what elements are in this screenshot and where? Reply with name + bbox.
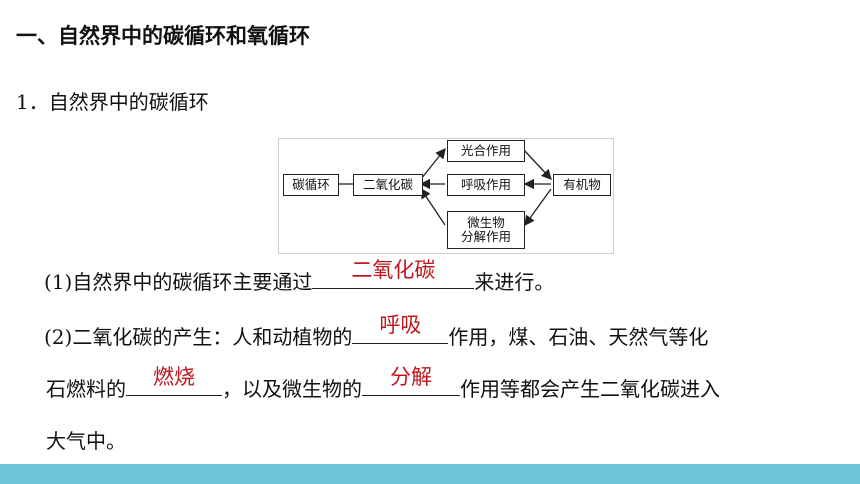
q2-mid2: ，以及微生物的	[222, 377, 362, 401]
q2-mid1: 作用，煤、石油、天然气等化	[448, 325, 709, 349]
section-heading: 一、自然界中的碳循环和氧循环	[16, 24, 310, 48]
arrow-photosynthesis-organic	[522, 148, 552, 180]
q2-blank-2[interactable]: 燃烧	[126, 365, 222, 396]
decompose-line2: 分解作用	[460, 229, 511, 244]
q1-answer: 二氧化碳	[351, 258, 436, 282]
footer-bar	[0, 464, 860, 484]
arrow-co2-photosynthesis	[420, 147, 446, 180]
q1-suffix: 来进行。	[474, 270, 555, 294]
node-organic: 有机物	[553, 174, 611, 196]
item-title: 1．自然界中的碳循环	[16, 90, 209, 114]
arrow-decompose-co2	[420, 187, 446, 226]
diagram-arrows	[337, 147, 552, 227]
q2-blank-1[interactable]: 呼吸	[352, 313, 449, 344]
q2-blank-3[interactable]: 分解	[362, 365, 460, 396]
decompose-line1: 微生物	[467, 215, 505, 230]
q2-answer-2: 燃烧	[153, 365, 195, 389]
q2-line2-prefix: 石燃料的	[46, 377, 126, 401]
arrow-organic-decompose	[524, 188, 552, 227]
q2-answer-1: 呼吸	[379, 313, 422, 337]
question-2-line2: 石燃料的 燃烧 ，以及微生物的 分解作用等都会产生二氧化碳进入	[46, 365, 720, 402]
q2-answer-3: 分解	[390, 365, 432, 389]
question-2-line3: 大气中。	[46, 429, 126, 453]
node-decompose: 微生物 分解作用	[447, 211, 525, 249]
q2-suffix: 作用等都会产生二氧化碳进入	[460, 377, 720, 401]
node-respiration: 呼吸作用	[447, 174, 525, 196]
question-1: (1)自然界中的碳循环主要通过 二氧化碳来进行。	[44, 258, 555, 295]
carbon-cycle-diagram: 碳循环 二氧化碳 光合作用 呼吸作用 有机物 微生物 分解作用	[278, 138, 614, 254]
question-2-line1: (2)二氧化碳的产生：人和动植物的 呼吸作用，煤、石油、天然气等化	[44, 313, 709, 350]
q1-blank[interactable]: 二氧化碳	[312, 258, 475, 289]
q2-prefix: (2)二氧化碳的产生：人和动植物的	[44, 325, 353, 349]
q1-prefix: (1)自然界中的碳循环主要通过	[44, 270, 313, 294]
node-carbon-cycle: 碳循环	[283, 174, 339, 196]
node-co2: 二氧化碳	[353, 174, 423, 196]
node-photosynthesis: 光合作用	[447, 140, 525, 162]
